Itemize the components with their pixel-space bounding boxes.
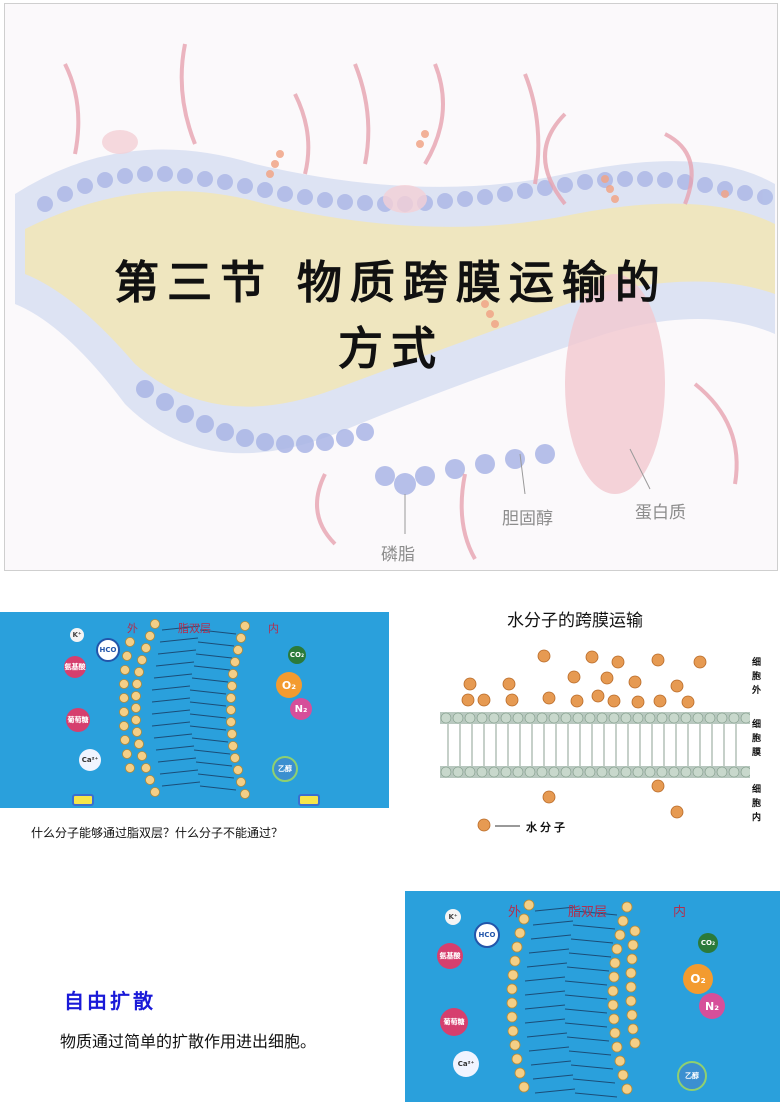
slide-membrane-title: 第三节 物质跨膜运输的 方式 胆固醇 蛋白质 磷脂 xyxy=(4,3,778,571)
molecule-co2-2: CO₂ xyxy=(698,933,718,953)
molecule-co2: CO₂ xyxy=(288,646,306,664)
lipid-bilayer-diagram xyxy=(119,619,250,799)
label-bilayer-2: 脂双层 xyxy=(568,905,608,920)
molecule-ethanol: 乙醇 xyxy=(272,756,298,782)
slide-free-diffusion: 外 脂双层 内 K⁺ HCO 氨基酸 葡萄糖 Ca²⁺ O₂ N₂ CO₂ 乙醇 xyxy=(405,891,780,1102)
molecule-ethanol-2: 乙醇 xyxy=(677,1061,707,1091)
molecule-amino-acid-1: 氨基酸 xyxy=(64,656,86,678)
molecule-o2-2: O₂ xyxy=(683,964,713,994)
label-outside-2: 外 xyxy=(508,905,522,920)
label-bilayer: 脂双层 xyxy=(178,622,211,635)
free-diffusion-heading: 自由扩散 xyxy=(64,989,156,1013)
water-membrane-diagram xyxy=(440,649,750,832)
label-outside: 外 xyxy=(127,622,138,635)
title-line-2: 方式 xyxy=(337,322,444,375)
bilayer-question: 什么分子能够通过脂双层？什么分子不能通过？ xyxy=(31,826,284,840)
molecule-n2: N₂ xyxy=(290,698,312,720)
molecule-k: K⁺ xyxy=(70,628,84,642)
lipid-bilayer-diagram-2 xyxy=(506,899,641,1098)
molecule-n2-2: N₂ xyxy=(699,993,725,1019)
water-transport-title: 水分子的跨膜运输 xyxy=(507,611,643,631)
slide-bilayer-permeability: 外 脂双层 内 K⁺ HCO 氨基酸 葡萄糖 Ca²⁺ O₂ N₂ CO₂ 乙醇 xyxy=(0,612,389,808)
nav-button-left[interactable] xyxy=(72,794,94,806)
molecule-ca-2: Ca²⁺ xyxy=(453,1051,479,1077)
label-cholesterol: 胆固醇 xyxy=(502,509,553,529)
label-cell-outside: 细胞外 xyxy=(752,658,762,696)
nav-button-right[interactable] xyxy=(298,794,320,806)
label-inside: 内 xyxy=(268,622,279,635)
title-line-1: 第三节 物质跨膜运输的 xyxy=(114,256,668,309)
membrane-illustration xyxy=(15,43,775,560)
molecule-amino-acid-2: 氨基酸 xyxy=(437,943,463,969)
label-cell-inside: 细胞内 xyxy=(752,785,762,823)
molecule-ca: Ca²⁺ xyxy=(79,749,101,771)
molecule-k-2: K⁺ xyxy=(445,909,461,925)
label-phospholipid: 磷脂 xyxy=(381,545,415,565)
molecule-o2: O₂ xyxy=(276,672,302,698)
label-inside-2: 内 xyxy=(673,905,687,920)
molecule-hco3-2: HCO xyxy=(474,922,500,948)
free-diffusion-text: 物质通过简单的扩散作用进出细胞。 xyxy=(60,1032,317,1051)
molecule-glucose-2: 葡萄糖 xyxy=(440,1008,468,1036)
legend-water-molecule: 水分子 xyxy=(526,821,568,834)
label-protein: 蛋白质 xyxy=(635,503,686,523)
molecule-glucose: 葡萄糖 xyxy=(66,708,90,732)
molecule-hco3: HCO xyxy=(96,638,120,662)
label-cell-membrane: 细胞膜 xyxy=(752,720,762,758)
slide-title: 第三节 物质跨膜运输的 方式 xyxy=(5,250,777,382)
